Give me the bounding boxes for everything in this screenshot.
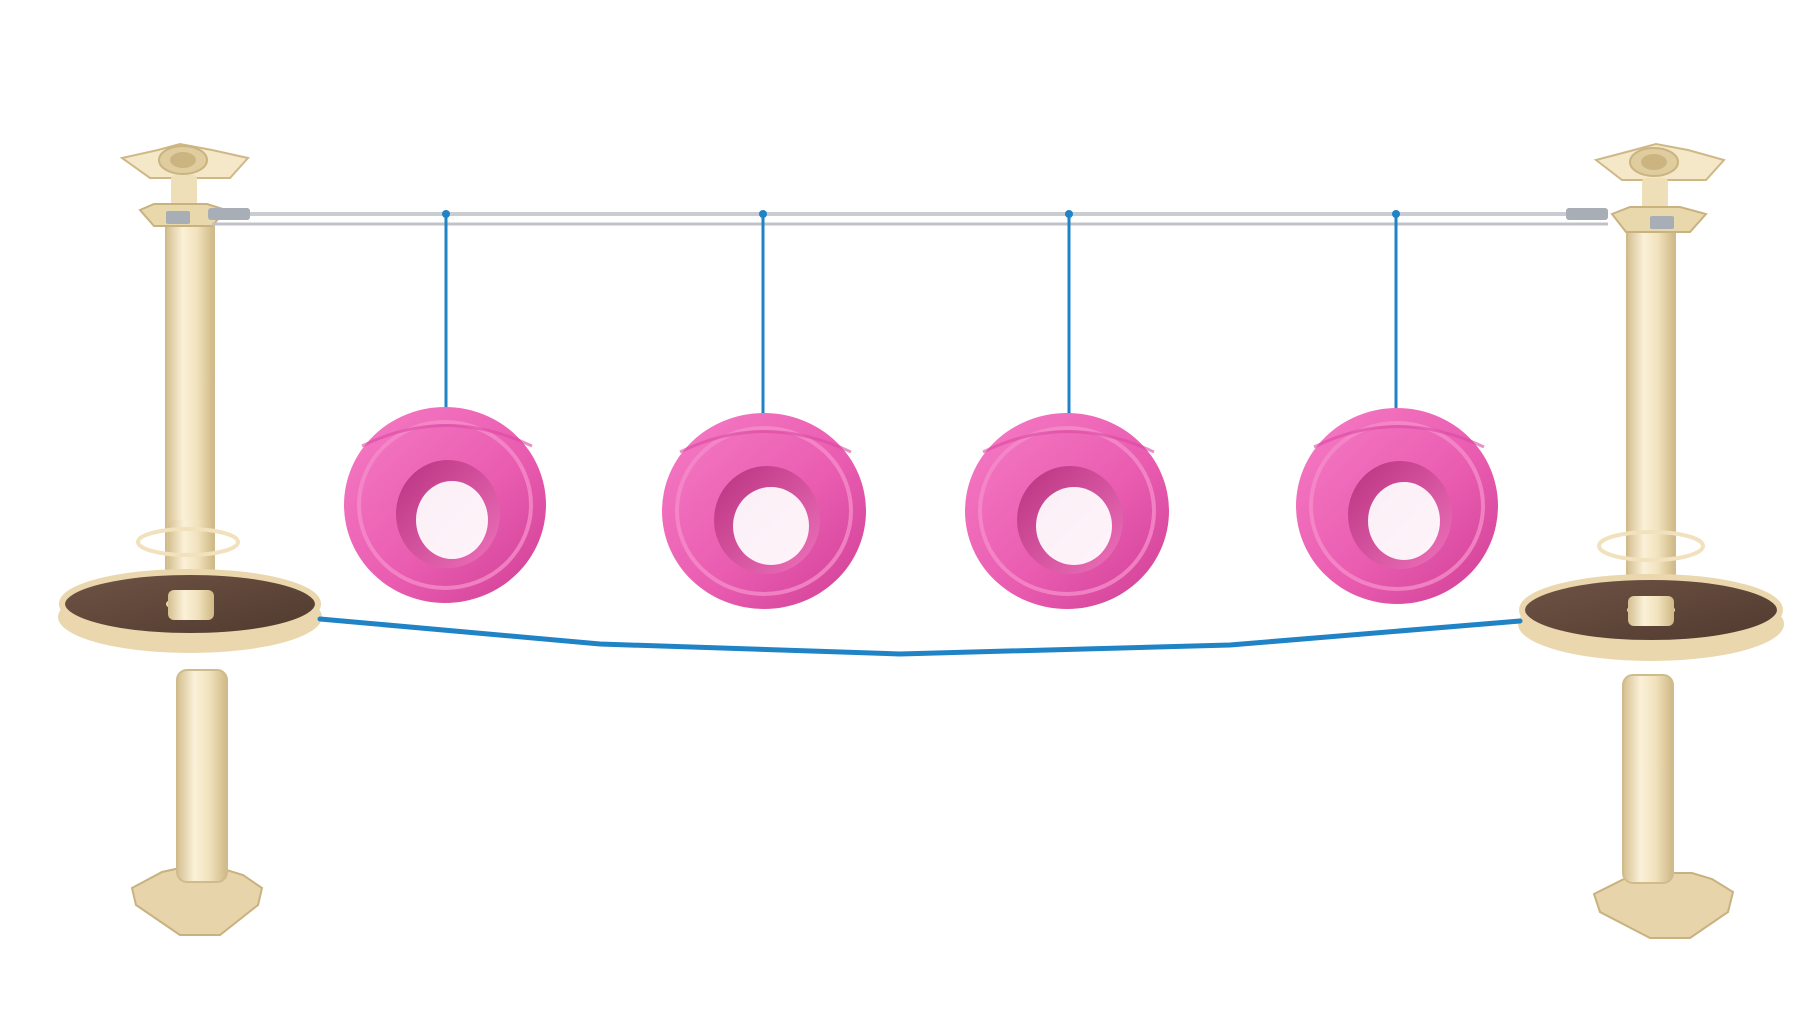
bottom-rope <box>317 616 1523 657</box>
left-post <box>119 142 264 936</box>
tire-4 <box>1296 408 1498 604</box>
tire-2 <box>662 413 866 609</box>
right-post <box>1592 142 1735 939</box>
left-platform <box>58 569 322 653</box>
tire-3 <box>965 413 1169 609</box>
tire-1 <box>344 407 546 603</box>
hanging-ropes <box>444 214 1398 414</box>
right-platform <box>1518 574 1784 661</box>
rope-knots <box>442 210 1400 218</box>
